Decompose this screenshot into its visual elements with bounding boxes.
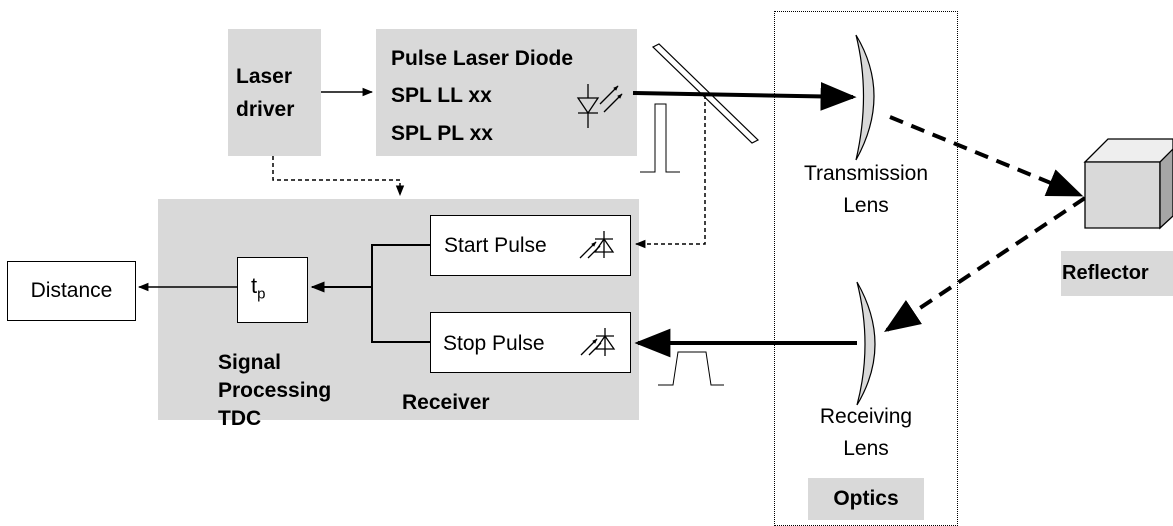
transmission-lens-line1: Transmission xyxy=(803,162,929,185)
laser-driver-line2: driver xyxy=(236,98,295,121)
signal-processing-line1: Signal xyxy=(218,351,282,374)
transmit-beam xyxy=(632,82,857,111)
stop-pulse-label: Stop Pulse xyxy=(443,332,545,355)
distance-label: Distance xyxy=(30,279,113,302)
receiving-lens xyxy=(856,281,876,406)
reflector-cube xyxy=(1083,138,1173,230)
stop-photodiode-icon xyxy=(580,328,616,356)
start-pulse-dashed-line xyxy=(634,95,706,249)
reflector-label-box xyxy=(1061,251,1173,296)
signal-processing-line2: Processing xyxy=(218,379,332,402)
reflector-label: Reflector xyxy=(1062,262,1149,284)
laser-diode-block xyxy=(376,29,637,156)
laser-diode-icon xyxy=(576,84,623,128)
timer-box xyxy=(237,257,308,323)
transmit-pulse-shape xyxy=(640,103,680,173)
beam-from-reflector xyxy=(884,196,1087,332)
laser-diode-model1: SPL LL xx xyxy=(391,84,492,107)
distance-box xyxy=(7,261,136,321)
receiving-lens-line2: Lens xyxy=(843,437,889,460)
beam-to-reflector xyxy=(889,115,1084,197)
timer-label: tp xyxy=(251,273,265,302)
optics-label: Optics xyxy=(833,487,899,510)
start-pulse-box xyxy=(430,215,631,276)
receiver-label: Receiver xyxy=(402,391,490,414)
transmission-lens xyxy=(855,34,875,161)
signal-processing-label: Signal Processing TDC xyxy=(218,349,331,433)
timer-subscript: p xyxy=(257,285,266,303)
start-photodiode-icon xyxy=(579,231,615,259)
transmission-lens-line2: Lens xyxy=(843,194,889,217)
stop-pulse-line xyxy=(371,287,430,343)
receive-pulse-shape xyxy=(658,351,724,386)
optics-label-box xyxy=(808,478,924,520)
laser-diode-model2: SPL PL xx xyxy=(391,122,493,145)
receiving-lens-line1: Receiving xyxy=(819,405,913,428)
receiving-lens-label: Receiving Lens xyxy=(776,402,956,463)
start-pulse-label: Start Pulse xyxy=(444,234,547,257)
laser-driver-label: Laser driver xyxy=(236,62,316,125)
laser-driver-line1: Laser xyxy=(236,65,293,88)
laser-driver-block xyxy=(228,29,321,156)
stop-pulse-box xyxy=(430,312,631,373)
transmission-lens-label: Transmission Lens xyxy=(776,159,956,220)
driver-trigger-dashed-line xyxy=(272,156,405,197)
laser-diode-title: Pulse Laser Diode xyxy=(391,47,574,70)
start-pulse-line xyxy=(371,244,430,287)
signal-processing-line3: TDC xyxy=(218,407,262,430)
timer-symbol: t xyxy=(251,273,258,298)
